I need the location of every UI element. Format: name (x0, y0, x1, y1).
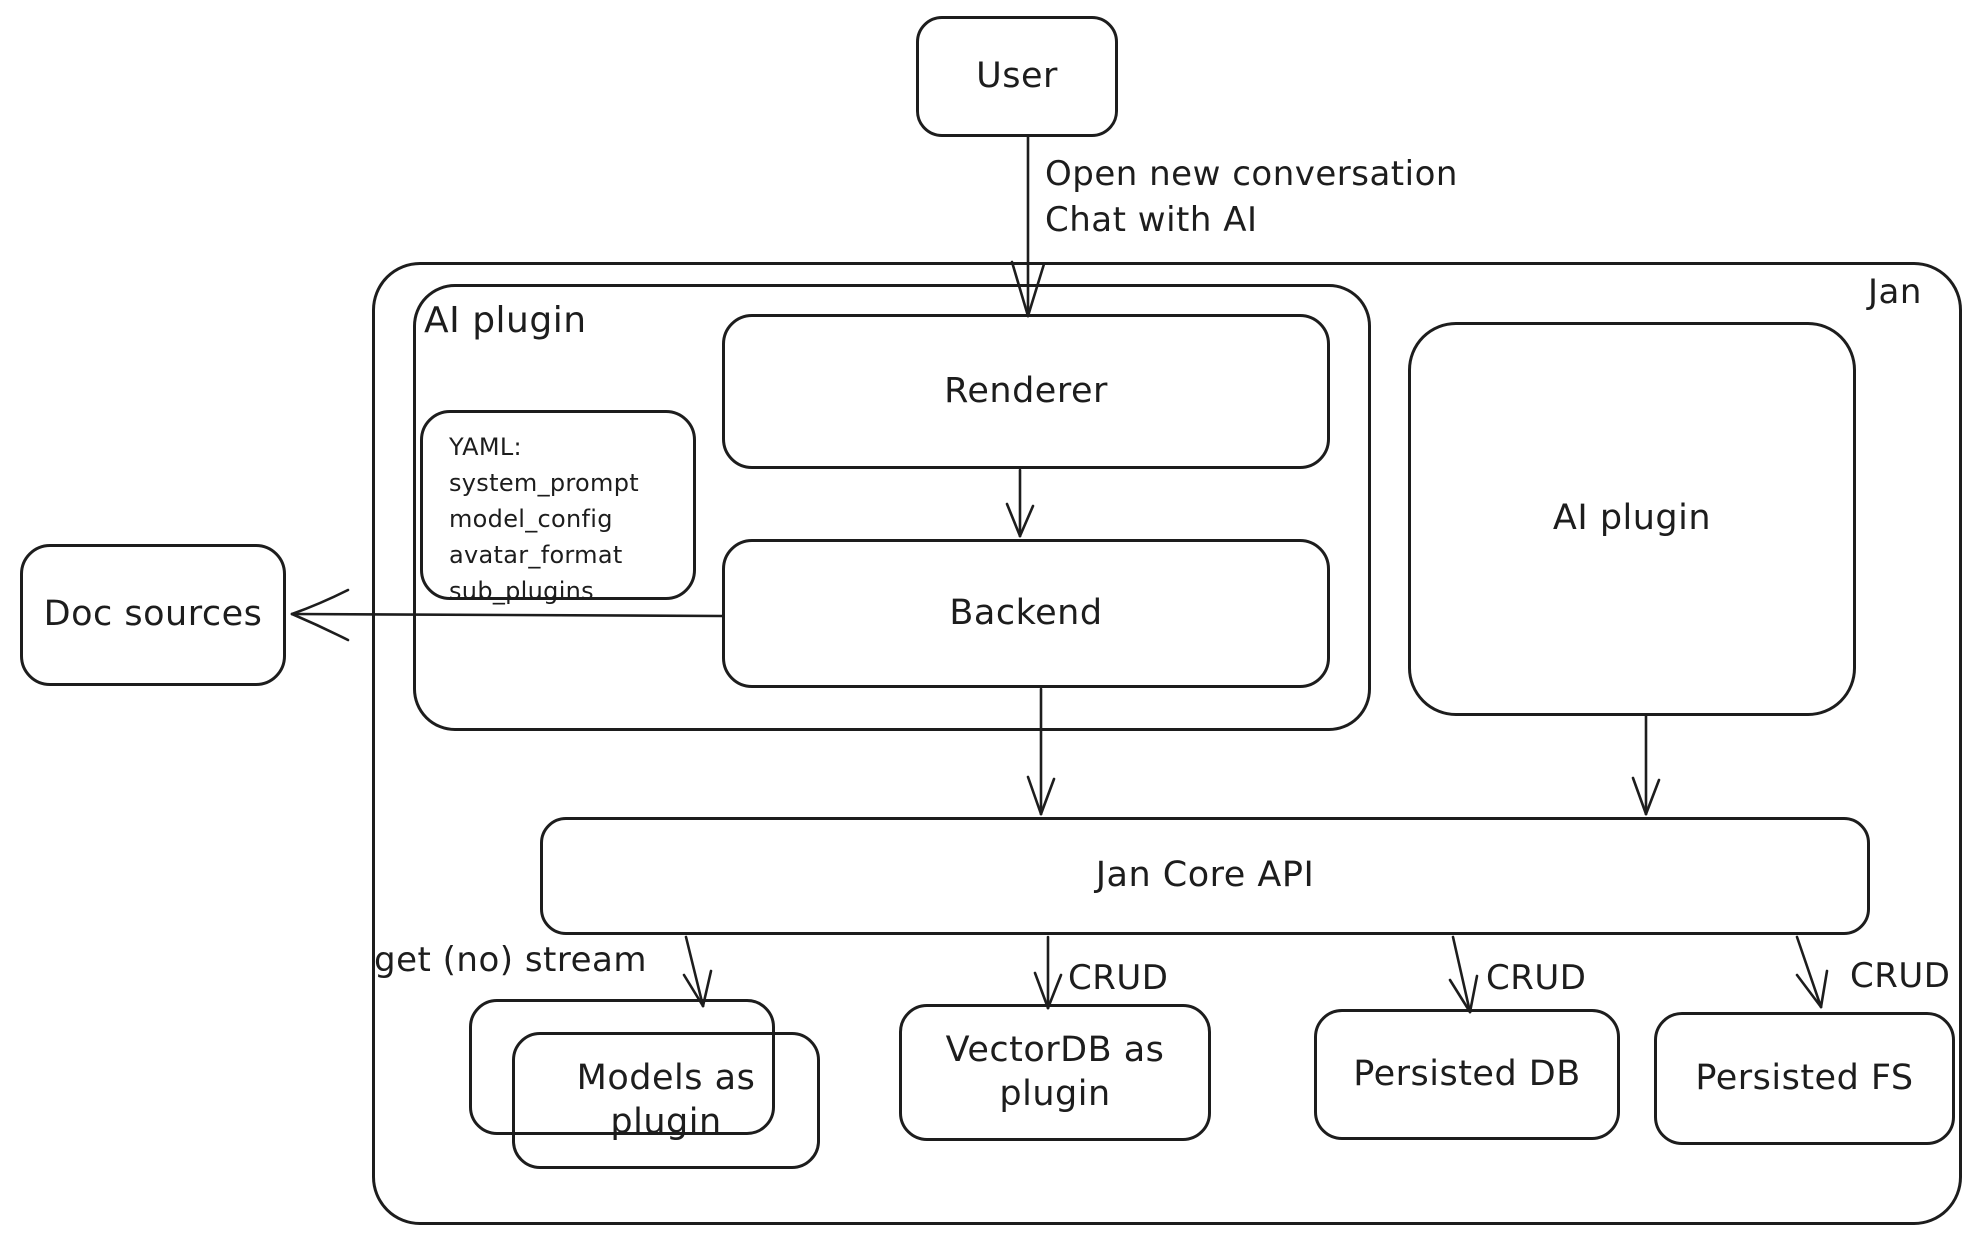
yaml-note-heading: YAML: (449, 433, 522, 461)
node-persisted-db-label: Persisted DB (1353, 1053, 1581, 1094)
node-doc-sources: Doc sources (20, 544, 286, 686)
node-models-as-plugin-label: Models as plugin (576, 1057, 756, 1142)
container-jan (372, 262, 1962, 1225)
node-ai-plugin-right-label: AI plugin (1552, 498, 1712, 539)
node-persisted-db: Persisted DB (1314, 1009, 1620, 1140)
edge-label-crud-persisted-db: CRUD (1486, 958, 1587, 998)
edge-label-get-no-stream: get (no) stream (374, 940, 647, 980)
node-persisted-fs-label: Persisted FS (1695, 1057, 1914, 1098)
yaml-note-line: system_prompt (449, 469, 639, 497)
node-ai-plugin-right: AI plugin (1408, 322, 1856, 716)
edge-label-crud-persisted-fs: CRUD (1850, 956, 1951, 996)
yaml-note: YAML: system_prompt model_config avatar_… (420, 410, 696, 605)
node-user-label: User (976, 55, 1058, 96)
node-backend-label: Backend (949, 592, 1103, 633)
yaml-note-line: sub_plugins (449, 577, 594, 605)
container-jan-label: Jan (1868, 272, 1922, 312)
node-user: User (916, 16, 1118, 137)
node-models-as-plugin-back (469, 999, 775, 1135)
node-persisted-fs: Persisted FS (1654, 1012, 1955, 1145)
node-renderer: Renderer (722, 314, 1330, 469)
node-doc-sources-label: Doc sources (43, 594, 263, 635)
yaml-note-line: avatar_format (449, 541, 623, 569)
edge-label-user-to-renderer: Open new conversation Chat with AI (1045, 154, 1458, 240)
node-renderer-label: Renderer (944, 370, 1108, 411)
yaml-note-line: model_config (449, 505, 613, 533)
edge-label-crud-vectordb: CRUD (1068, 958, 1169, 998)
container-ai-plugin-left (413, 284, 1371, 731)
node-backend: Backend (722, 539, 1330, 688)
node-models-as-plugin: Models as plugin (512, 1032, 820, 1169)
node-vectordb-as-plugin: VectorDB as plugin (899, 1004, 1211, 1141)
container-ai-plugin-left-label: AI plugin (424, 300, 587, 341)
node-vectordb-as-plugin-label: VectorDB as plugin (945, 1029, 1165, 1114)
node-jan-core-api-label: Jan Core API (1095, 855, 1315, 896)
node-jan-core-api: Jan Core API (540, 817, 1870, 935)
